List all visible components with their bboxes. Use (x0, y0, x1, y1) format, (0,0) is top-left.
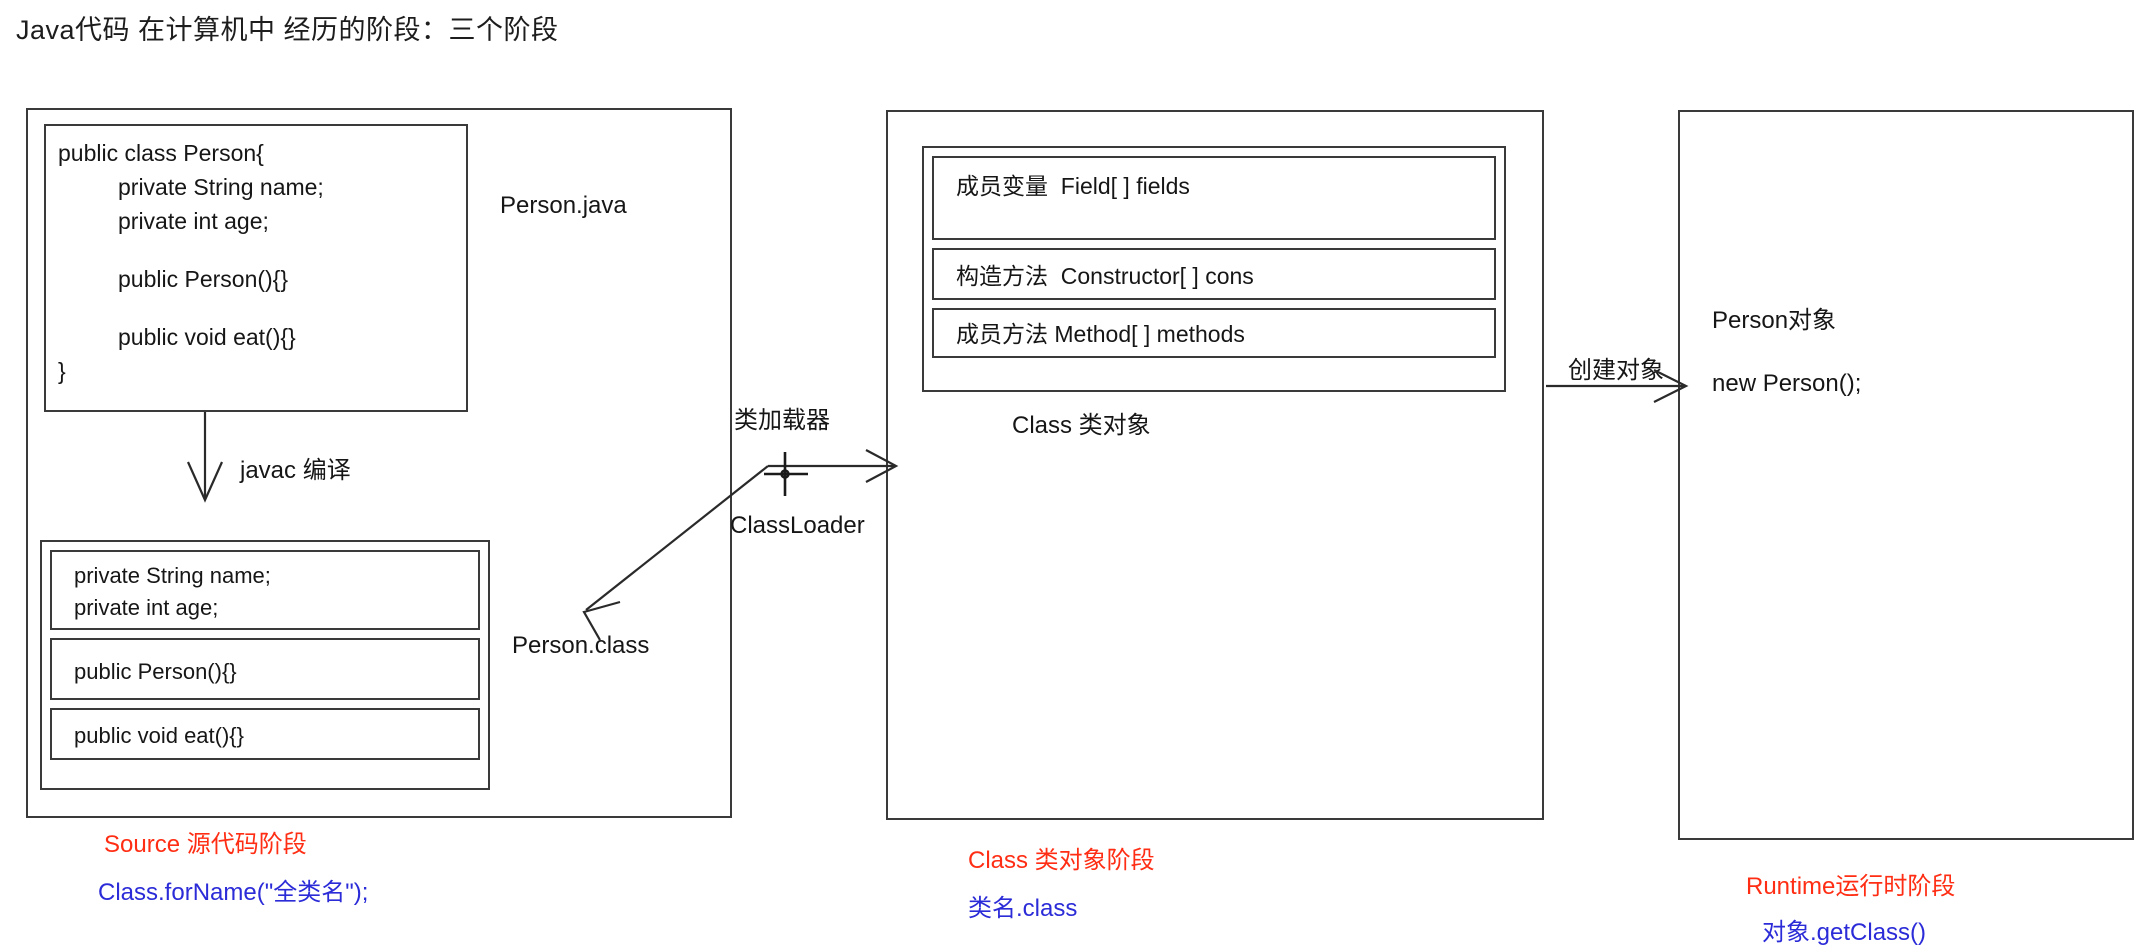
class-constructors-box: 构造方法 Constructor[ ] cons (932, 248, 1496, 300)
runtime-stage-api: 对象.getClass() (1762, 919, 1927, 945)
class-constructors-line: 构造方法 Constructor[ ] cons (956, 263, 1254, 289)
source-stage-caption: Source 源代码阶段 (104, 831, 307, 858)
source-code-panel: public class Person{ private String name… (44, 124, 468, 412)
compiled-field-line-0: private String name; (74, 563, 271, 588)
class-fields-box: 成员变量 Field[ ] fields (932, 156, 1496, 240)
compiled-fields-box: private String name; private int age; (50, 550, 480, 630)
compiled-class-group: private String name; private int age; pu… (40, 540, 490, 790)
class-object-member-group: 成员变量 Field[ ] fields 构造方法 Constructor[ ]… (922, 146, 1506, 392)
classloader-label-en: ClassLoader (730, 512, 865, 539)
compiled-constructor-line: public Person(){} (74, 659, 237, 684)
class-methods-box: 成员方法 Method[ ] methods (932, 308, 1496, 358)
create-object-label: 创建对象 (1568, 357, 1664, 384)
new-person-code-label: new Person(); (1712, 370, 1862, 397)
source-code-line-4: public void eat(){} (118, 324, 296, 350)
compiled-constructor-box: public Person(){} (50, 638, 480, 700)
class-object-title-label: Class 类对象 (1012, 412, 1151, 439)
crosshair-cursor-icon (764, 452, 808, 496)
source-code-line-0: public class Person{ (58, 140, 264, 166)
source-code-line-3: public Person(){} (118, 266, 289, 292)
compiled-field-line-1: private int age; (74, 595, 219, 620)
source-code-line-2: private int age; (118, 208, 269, 234)
compiled-method-line: public void eat(){} (74, 723, 244, 748)
source-code-line-5: } (58, 358, 66, 384)
javac-compile-label: javac 编译 (240, 457, 351, 484)
source-stage-api: Class.forName("全类名"); (98, 879, 369, 906)
class-methods-line: 成员方法 Method[ ] methods (956, 321, 1245, 347)
runtime-stage-caption: Runtime运行时阶段 (1746, 873, 1956, 900)
classloader-label-cn: 类加载器 (734, 407, 830, 434)
classloader-to-class-arrow (768, 449, 899, 483)
page-title: Java代码 在计算机中 经历的阶段：三个阶段 (16, 15, 559, 45)
class-fields-line: 成员变量 Field[ ] fields (956, 173, 1190, 199)
stage-runtime-container (1678, 110, 2134, 840)
compiled-method-box: public void eat(){} (50, 708, 480, 760)
person-class-label: Person.class (512, 632, 650, 659)
source-code-line-1: private String name; (118, 174, 324, 200)
class-stage-api: 类名.class (968, 895, 1078, 922)
class-stage-caption: Class 类对象阶段 (968, 847, 1155, 874)
person-java-label: Person.java (500, 192, 627, 219)
person-object-label: Person对象 (1712, 307, 1837, 334)
